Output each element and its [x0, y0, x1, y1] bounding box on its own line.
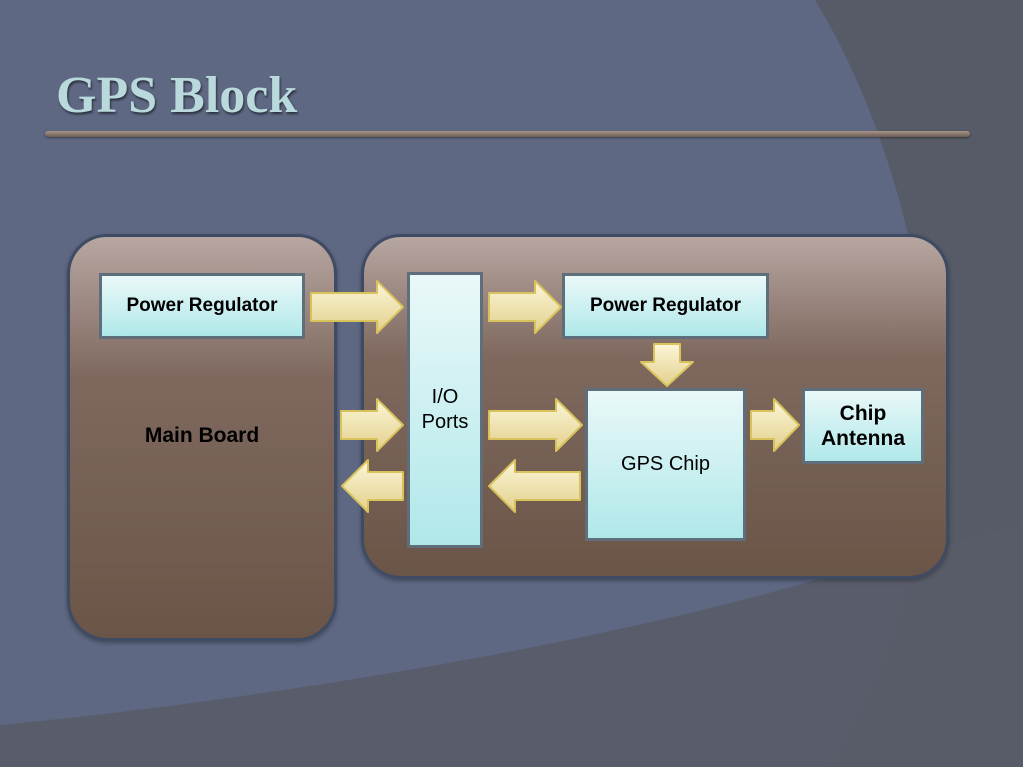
io-ports-label-line2: Ports: [421, 411, 469, 433]
io-ports-box: I/O Ports: [407, 272, 483, 548]
arrow-main-to-io: [340, 398, 404, 452]
device-power-regulator-label: Power Regulator: [590, 295, 741, 316]
io-ports-label-line1: I/O: [431, 386, 459, 408]
title-underline: [45, 131, 970, 137]
arrow-power-to-gps: [640, 343, 694, 387]
arrow-io-to-gps: [488, 398, 583, 452]
main-board-label: Main Board: [144, 424, 260, 447]
arrow-power-to-io: [310, 280, 404, 334]
chip-antenna-label-line2: Antenna: [821, 427, 905, 450]
background-swoosh-bottom: [0, 525, 1023, 767]
gps-chip-label: GPS Chip: [621, 453, 710, 475]
arrow-gps-to-io: [488, 459, 581, 513]
chip-antenna-box: Chip Antenna: [802, 388, 924, 464]
main-board-power-regulator-label: Power Regulator: [126, 295, 278, 316]
gps-chip-box: GPS Chip: [585, 388, 746, 541]
slide-title: GPS Block: [56, 67, 298, 124]
arrow-io-to-power: [488, 280, 562, 334]
device-power-regulator-box: Power Regulator: [562, 273, 769, 339]
arrow-io-to-main: [341, 459, 404, 513]
main-board-power-regulator-box: Power Regulator: [99, 273, 305, 339]
chip-antenna-label-line1: Chip: [839, 402, 887, 425]
arrow-gps-to-antenna: [750, 398, 800, 452]
